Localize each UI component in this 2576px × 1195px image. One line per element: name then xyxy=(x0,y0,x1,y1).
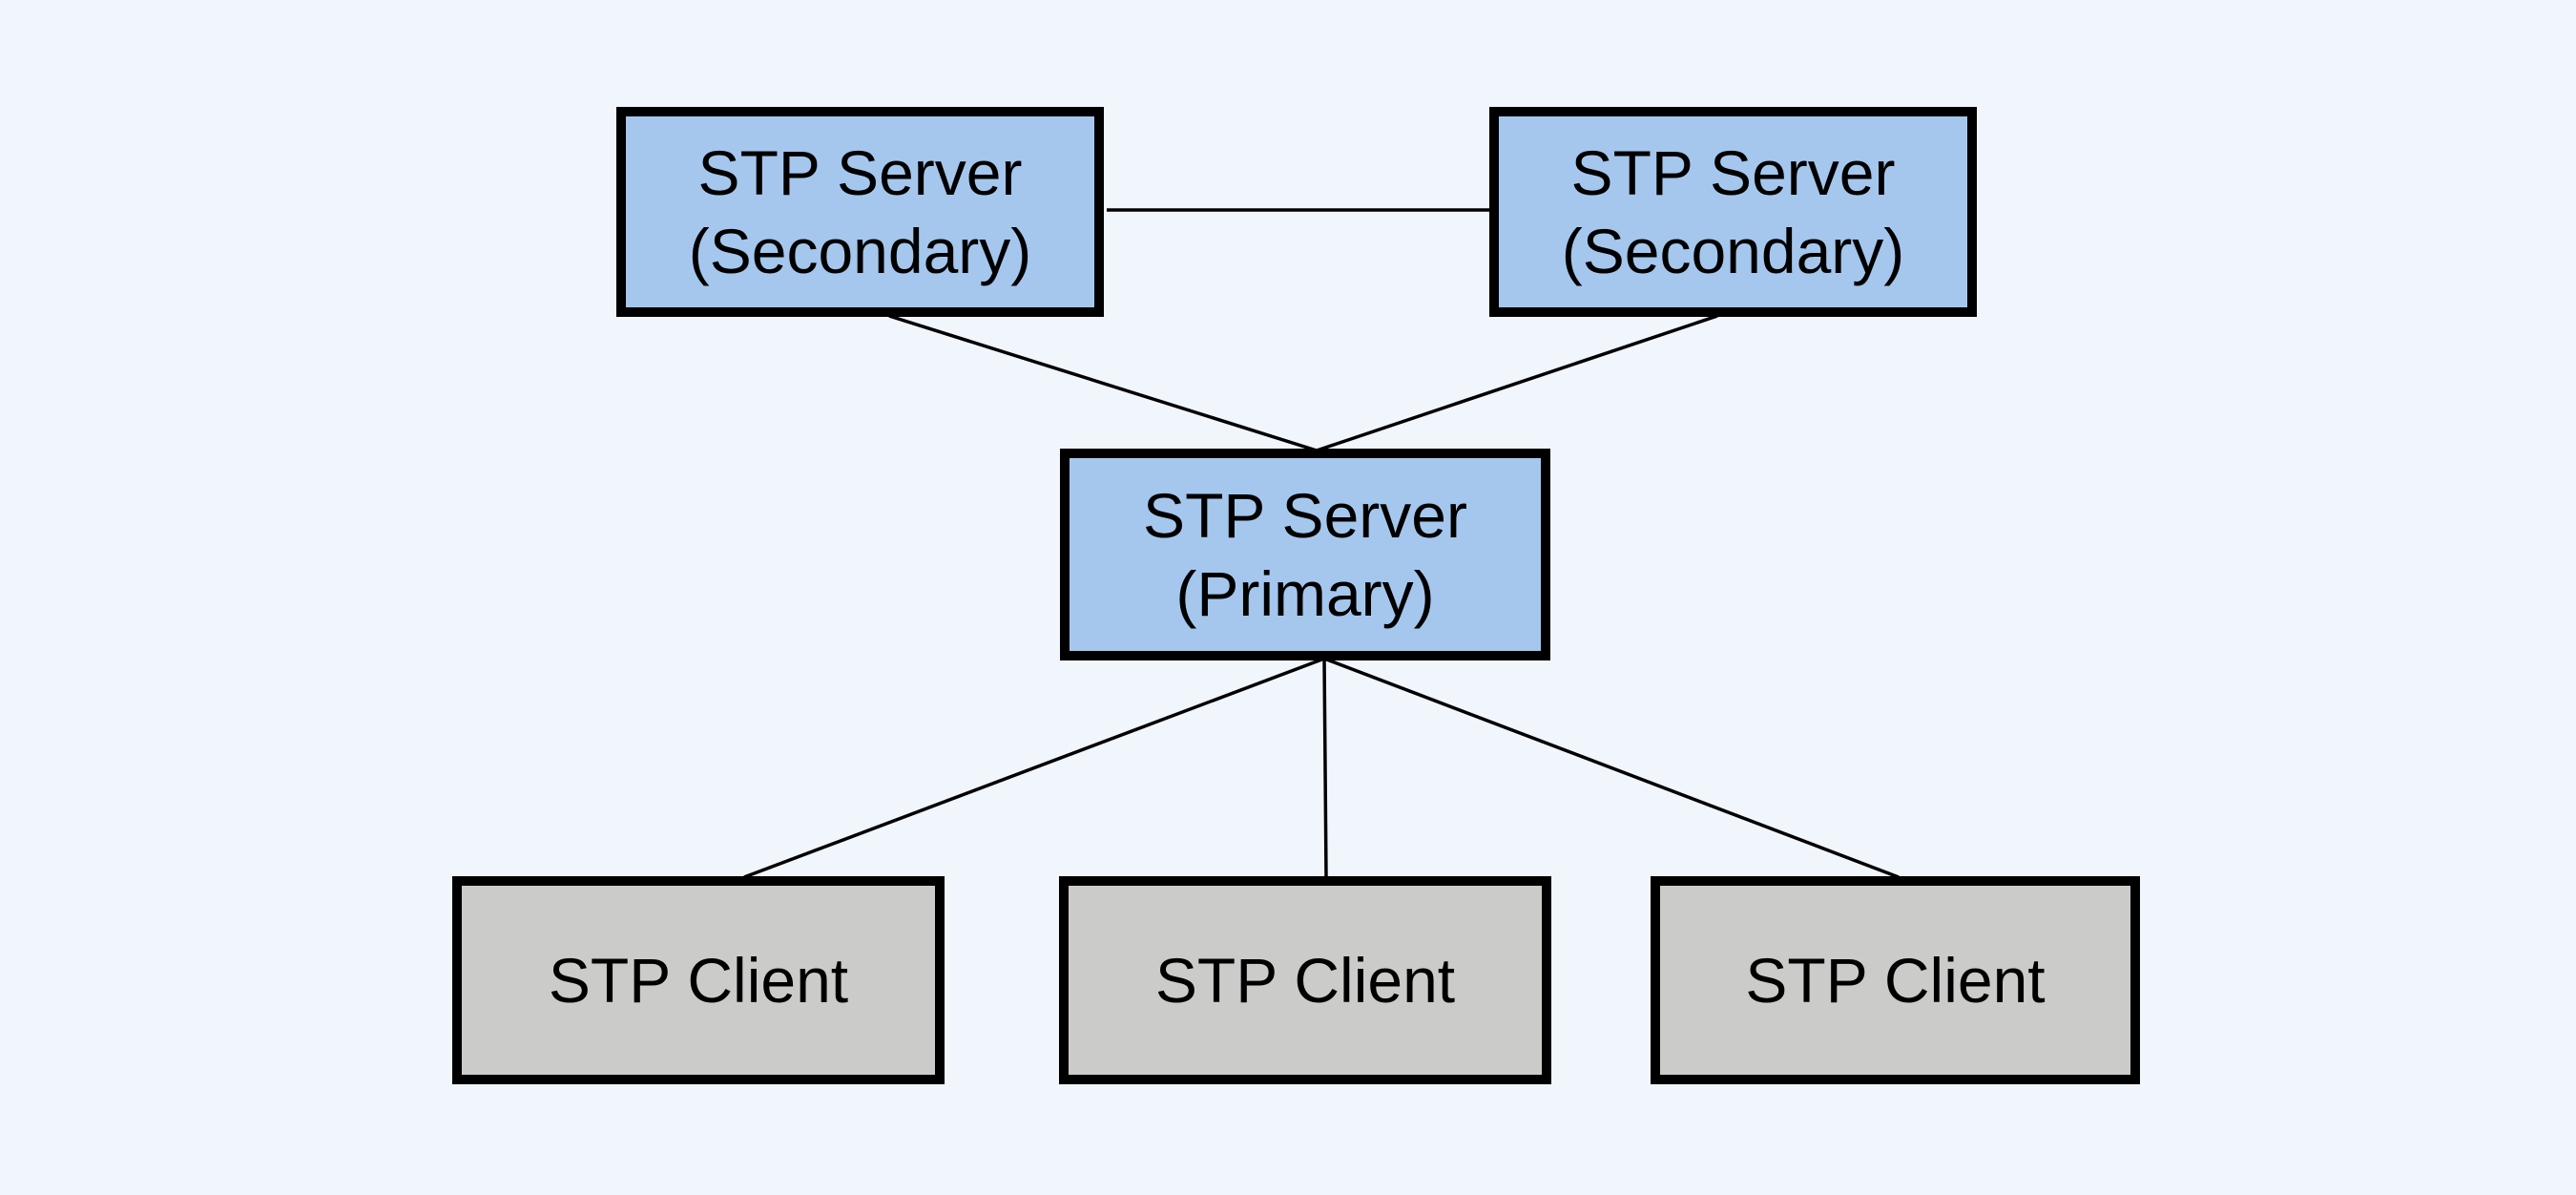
node-stp-server-secondary-left: STP Server (Secondary) xyxy=(616,107,1104,317)
node-label-line: (Primary) xyxy=(1175,558,1435,629)
node-label-line: STP Client xyxy=(548,945,849,1016)
edge-primary-to-client-left xyxy=(743,657,1325,879)
node-stp-client-right: STP Client xyxy=(1651,876,2140,1084)
node-label-line: (Secondary) xyxy=(688,216,1032,286)
node-label-line: STP Server xyxy=(1570,137,1896,208)
edge-primary-to-client-center xyxy=(1322,658,1328,878)
node-label-line: (Secondary) xyxy=(1561,216,1905,286)
node-stp-client-left: STP Client xyxy=(452,876,945,1084)
node-label-line: STP Client xyxy=(1745,945,2046,1016)
edge-primary-to-client-right xyxy=(1323,657,1900,879)
edge-secondary-right-to-primary xyxy=(1316,314,1718,452)
node-stp-client-center: STP Client xyxy=(1059,876,1551,1084)
node-label-line: STP Server xyxy=(697,137,1023,208)
edge-secondary-left-to-primary xyxy=(888,314,1318,452)
node-label-line: STP Server xyxy=(1143,480,1467,551)
node-label-line: STP Client xyxy=(1154,945,1456,1016)
node-stp-server-primary: STP Server (Primary) xyxy=(1060,449,1550,660)
node-stp-server-secondary-right: STP Server (Secondary) xyxy=(1489,107,1977,317)
